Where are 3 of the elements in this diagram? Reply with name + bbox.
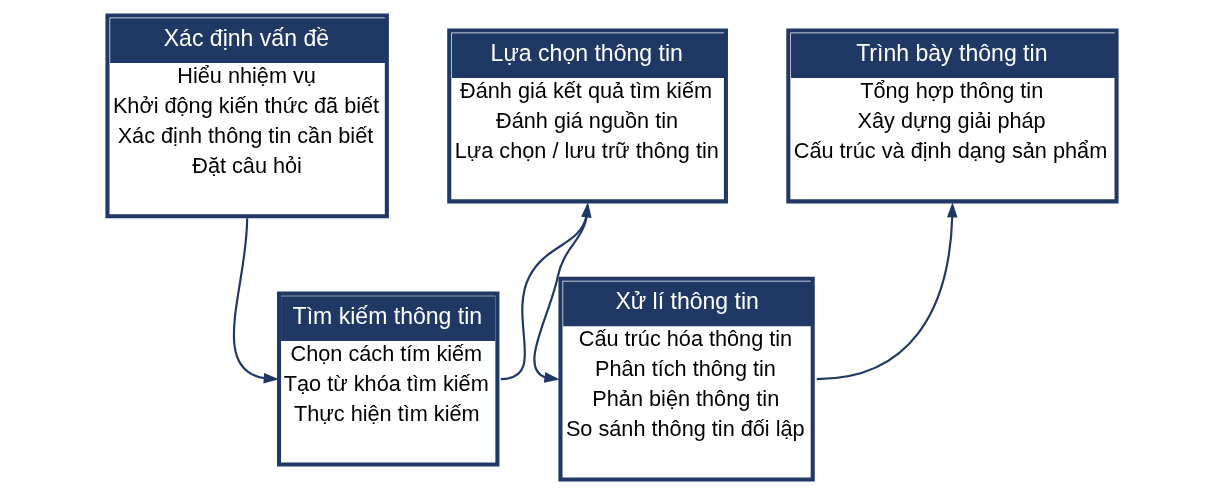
arrow bbox=[232, 218, 279, 384]
arrow bbox=[816, 202, 958, 381]
arrow bbox=[533, 205, 589, 383]
